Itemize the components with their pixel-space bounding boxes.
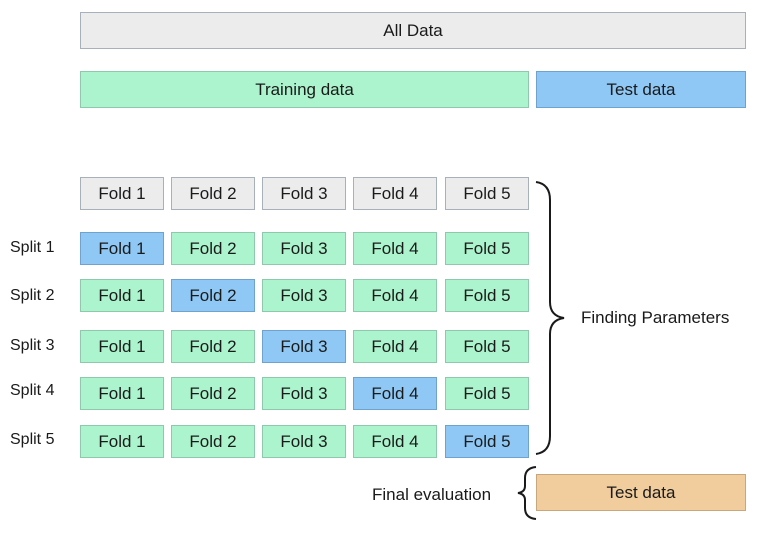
fold-label: Fold 5	[463, 431, 511, 451]
split-2-fold-4: Fold 4	[353, 279, 437, 312]
split-5-fold-1: Fold 1	[80, 425, 164, 458]
fold-label: Fold 3	[280, 285, 328, 305]
fold-label: Fold 1	[98, 383, 146, 403]
test-data-bar: Test data	[536, 71, 746, 108]
split-4-fold-2: Fold 2	[171, 377, 255, 410]
fold-label: Fold 4	[371, 285, 419, 305]
split-1-fold-4: Fold 4	[353, 232, 437, 265]
fold-label: Fold 3	[280, 431, 328, 451]
split-1-fold-5: Fold 5	[445, 232, 529, 265]
split-1-fold-3: Fold 3	[262, 232, 346, 265]
right-brace-icon	[535, 181, 565, 455]
fold-header-3: Fold 3	[262, 177, 346, 210]
final-test-data-bar: Test data	[536, 474, 746, 511]
split-2-label: Split 2	[10, 287, 55, 304]
fold-header-label: Fold 1	[98, 183, 146, 203]
left-brace-icon	[517, 466, 537, 520]
split-2-fold-2: Fold 2	[171, 279, 255, 312]
fold-label: Fold 2	[189, 238, 237, 258]
split-5-fold-2: Fold 2	[171, 425, 255, 458]
fold-header-4: Fold 4	[353, 177, 437, 210]
split-3-fold-5: Fold 5	[445, 330, 529, 363]
split-4-fold-5: Fold 5	[445, 377, 529, 410]
split-1-fold-1: Fold 1	[80, 232, 164, 265]
fold-label: Fold 1	[98, 285, 146, 305]
fold-label: Fold 2	[189, 383, 237, 403]
all-data-bar: All Data	[80, 12, 746, 49]
fold-header-5: Fold 5	[445, 177, 529, 210]
fold-label: Fold 1	[98, 336, 146, 356]
fold-label: Fold 1	[98, 431, 146, 451]
fold-label: Fold 5	[463, 285, 511, 305]
split-2-fold-5: Fold 5	[445, 279, 529, 312]
fold-label: Fold 3	[280, 336, 328, 356]
split-4-label: Split 4	[10, 382, 55, 399]
fold-header-label: Fold 3	[280, 183, 328, 203]
fold-label: Fold 5	[463, 383, 511, 403]
split-5-fold-3: Fold 3	[262, 425, 346, 458]
fold-header-label: Fold 4	[371, 183, 419, 203]
all-data-label: All Data	[383, 20, 443, 40]
final-test-data-label: Test data	[606, 482, 676, 502]
fold-label: Fold 5	[463, 238, 511, 258]
split-5-label: Split 5	[10, 431, 55, 448]
fold-label: Fold 1	[98, 238, 146, 258]
fold-label: Fold 4	[371, 431, 419, 451]
split-4-fold-3: Fold 3	[262, 377, 346, 410]
split-2-fold-1: Fold 1	[80, 279, 164, 312]
split-1-fold-2: Fold 2	[171, 232, 255, 265]
fold-header-2: Fold 2	[171, 177, 255, 210]
split-3-fold-4: Fold 4	[353, 330, 437, 363]
split-1-label: Split 1	[10, 239, 55, 256]
fold-label: Fold 4	[371, 238, 419, 258]
fold-label: Fold 2	[189, 431, 237, 451]
fold-header-1: Fold 1	[80, 177, 164, 210]
test-data-label: Test data	[606, 79, 676, 99]
split-3-fold-2: Fold 2	[171, 330, 255, 363]
fold-label: Fold 4	[371, 336, 419, 356]
split-2-fold-3: Fold 3	[262, 279, 346, 312]
split-4-fold-1: Fold 1	[80, 377, 164, 410]
fold-label: Fold 2	[189, 285, 237, 305]
finding-parameters-label: Finding Parameters	[581, 308, 730, 327]
fold-label: Fold 2	[189, 336, 237, 356]
split-5-fold-5: Fold 5	[445, 425, 529, 458]
split-3-fold-3: Fold 3	[262, 330, 346, 363]
split-5-fold-4: Fold 4	[353, 425, 437, 458]
fold-header-label: Fold 2	[189, 183, 237, 203]
fold-label: Fold 4	[371, 383, 419, 403]
training-data-bar: Training data	[80, 71, 529, 108]
fold-header-label: Fold 5	[463, 183, 511, 203]
split-3-label: Split 3	[10, 337, 55, 354]
fold-label: Fold 5	[463, 336, 511, 356]
split-4-fold-4: Fold 4	[353, 377, 437, 410]
split-3-fold-1: Fold 1	[80, 330, 164, 363]
final-evaluation-label: Final evaluation	[372, 485, 492, 504]
training-data-label: Training data	[255, 79, 354, 99]
fold-label: Fold 3	[280, 383, 328, 403]
fold-label: Fold 3	[280, 238, 328, 258]
